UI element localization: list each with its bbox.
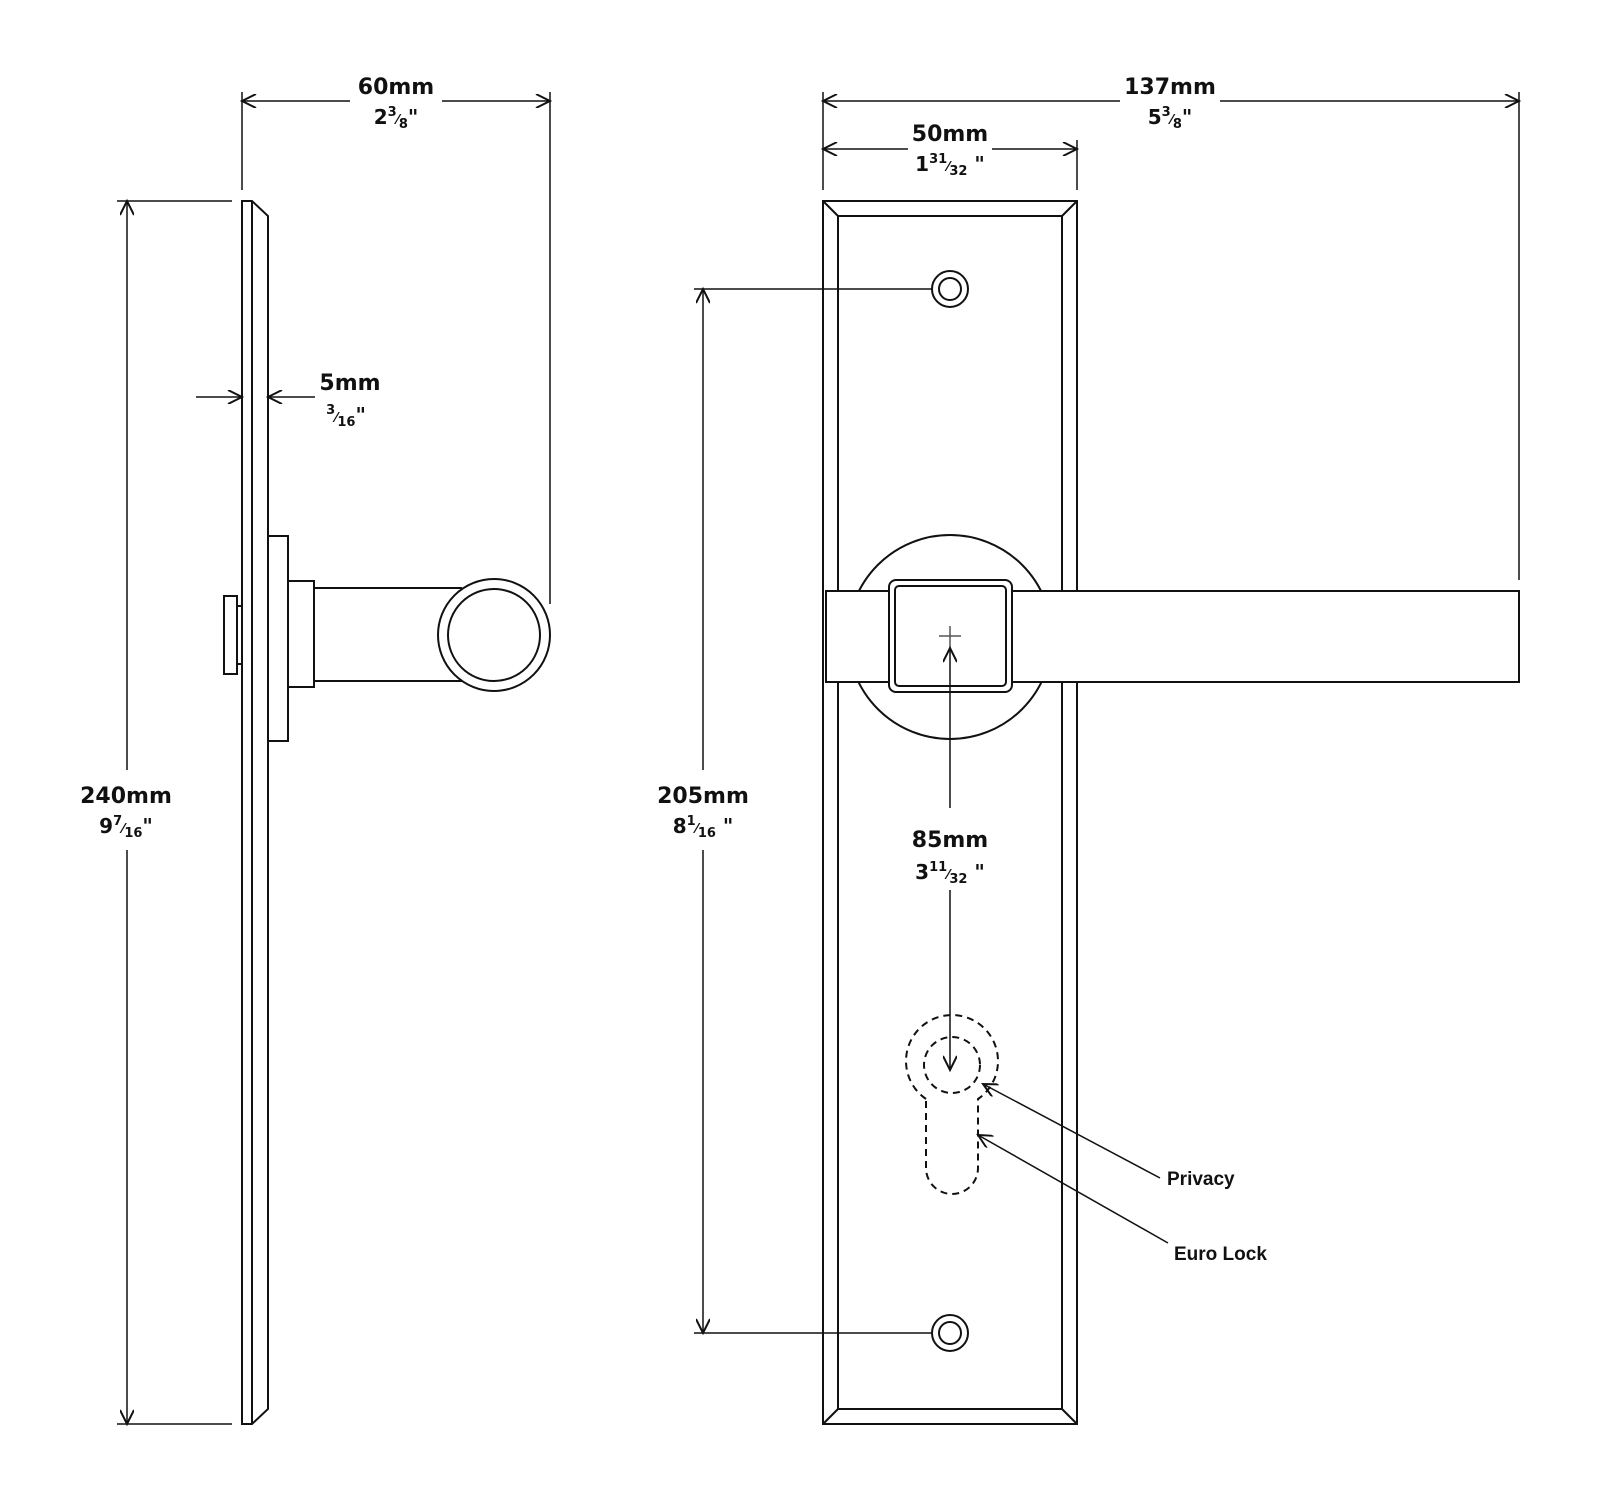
- thickness-inch-label: 3⁄16": [326, 403, 366, 430]
- side-view: [223, 200, 551, 1425]
- euro-lock-leader: [978, 1135, 1169, 1244]
- backset-mm-label: 85mm: [912, 828, 988, 853]
- thickness-mm-label: 5mm: [319, 371, 380, 396]
- front-view-dimensions: [694, 92, 1519, 1333]
- side-lever-end-outer: [437, 578, 551, 692]
- side-lever-end-inner: [447, 588, 541, 682]
- front-backplate-outer: [822, 200, 1078, 1425]
- screw-centres-mm-label: 205mm: [657, 784, 749, 809]
- screw-bottom-outer: [931, 1314, 969, 1352]
- privacy-cutout: [923, 1036, 981, 1094]
- side-view-dimensions: [117, 92, 550, 1424]
- side-backplate: [241, 200, 269, 1425]
- total-width-mm-label: 137mm: [1124, 75, 1216, 100]
- side-rose: [267, 535, 289, 742]
- euro-lock-cutout: [905, 1014, 999, 1195]
- privacy-callout-label: Privacy: [1167, 1169, 1235, 1190]
- screw-bottom-inner: [938, 1321, 962, 1345]
- backset-inch-label: 311⁄32 ": [915, 860, 985, 887]
- front-backplate-inner: [837, 215, 1063, 1410]
- plate-width-mm-label: 50mm: [912, 122, 988, 147]
- height-inch-label: 97⁄16": [99, 814, 153, 841]
- screw-top-outer: [931, 270, 969, 308]
- privacy-leader: [983, 1084, 1161, 1179]
- plate-width-inch-label: 131⁄32 ": [915, 152, 985, 179]
- front-view: [822, 200, 1520, 1425]
- bevel-bl: [822, 1408, 839, 1425]
- screw-top-inner: [938, 277, 962, 301]
- height-mm-label: 240mm: [80, 784, 172, 809]
- side-rose-collar: [287, 580, 315, 688]
- bevel-br: [1061, 1408, 1078, 1425]
- bevel-tl: [822, 200, 839, 217]
- side-thumbturn-base: [236, 605, 243, 665]
- euro-lock-callout-label: Euro Lock: [1174, 1244, 1267, 1265]
- depth-inch-label: 23⁄8": [374, 105, 419, 132]
- bevel-tr: [1061, 200, 1078, 217]
- side-thumbturn: [223, 595, 238, 675]
- total-width-inch-label: 53⁄8": [1148, 105, 1193, 132]
- screw-centres-inch-label: 81⁄16 ": [673, 814, 734, 841]
- depth-mm-label: 60mm: [358, 75, 434, 100]
